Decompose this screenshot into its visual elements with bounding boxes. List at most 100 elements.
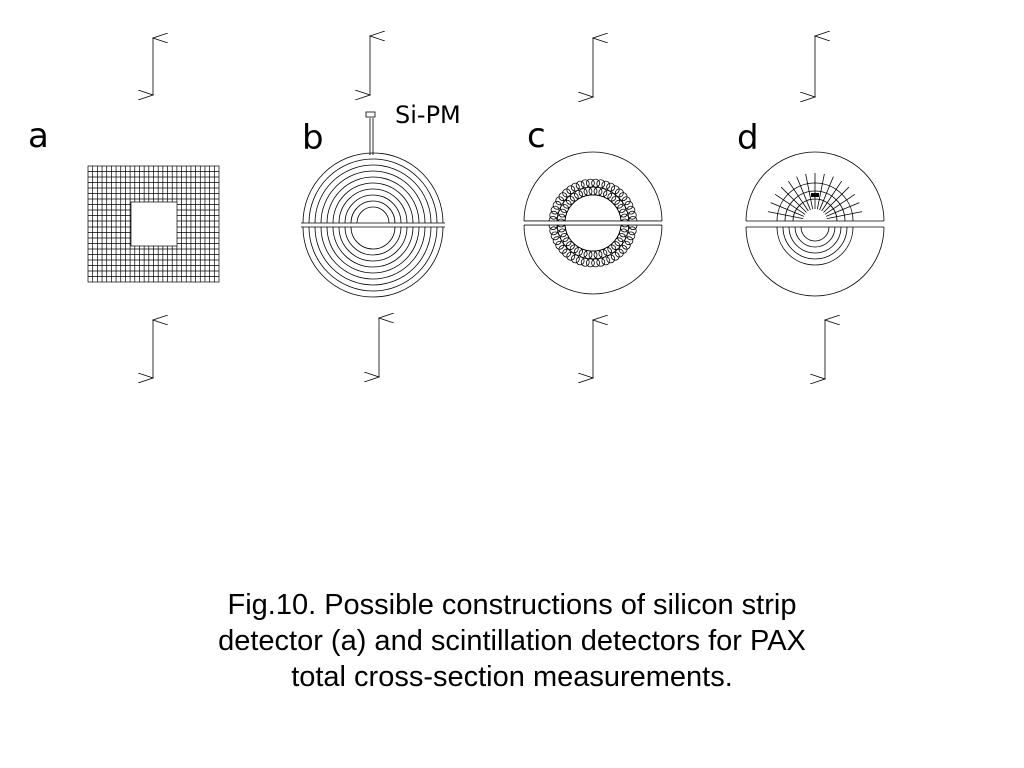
fibre [550,231,560,241]
ring-arc [314,226,432,286]
fibre [585,258,595,268]
fibre [596,257,606,267]
radial-segment [805,173,814,210]
fibre [583,250,593,260]
fibre [570,254,580,264]
fibre [574,190,583,199]
ring-arc [302,152,444,224]
ring-arc [308,226,438,292]
fibre [578,188,588,197]
segment-arc [788,226,842,254]
fibre [560,233,569,242]
caption-line: detector (a) and scintillation detectors… [218,625,806,657]
fibre [569,192,579,202]
fibre [552,200,562,210]
fibre [617,233,626,242]
ring-arc [320,226,426,280]
ring-arc [314,164,432,224]
ring-arc [332,182,414,224]
radial-segment [767,211,804,220]
fibre [624,236,634,246]
split-gap [524,221,662,225]
fibre [601,256,611,266]
segment-arc [776,226,854,266]
fibre [560,204,569,213]
fibre [585,178,595,188]
fibre [603,190,612,199]
ring-arc [332,226,414,268]
fibre [578,249,588,258]
disk-outline [523,151,663,222]
fibre [555,240,565,250]
disk-outline [523,224,663,295]
ring-arc [338,226,408,262]
fibre [627,226,637,236]
fibre [603,247,612,256]
ring-arc [350,200,396,224]
fibre [606,182,616,192]
radial-segment [819,176,834,211]
sensor-pad [811,193,819,197]
ring-arc [344,194,402,224]
scintillator-disk-fibre-ring [523,151,663,295]
panel-label-c: c [527,116,546,156]
radial-segment [826,211,863,220]
radial-segment [796,176,811,211]
fibre [574,247,583,256]
sipm-label: Si-PM [395,101,461,129]
fibre [596,179,606,189]
caption-line: Fig.10. Possible constructions of silico… [227,589,797,621]
radial-segment [816,173,825,210]
segment-arc [800,226,830,242]
fibre [606,254,616,264]
radial-segment [824,193,856,215]
disk-outline [745,151,885,222]
fibre [617,204,626,213]
fibre [607,244,617,254]
fibre [549,210,559,220]
fibre [591,178,601,188]
segment-arc [794,226,836,248]
radial-segment [821,180,843,212]
segment-arc [782,226,848,260]
fibre [570,182,580,192]
fibre [593,186,603,196]
panel-label-d: d [737,118,759,158]
ring-arc [320,170,426,224]
detector-figure: a b c d Si-PM [28,0,885,560]
fibre [566,185,576,195]
fibre [598,249,608,258]
fibre [610,251,620,261]
radial-segment [787,180,809,212]
ring-arc [356,206,390,224]
ring-arc [326,226,420,274]
radial-segment [780,186,807,213]
scintillator-disk-sipm [301,111,445,298]
fibre [614,199,624,209]
caption-line: total cross-section measurements. [291,661,733,693]
radial-segment [770,202,805,217]
radial-segment [825,202,860,217]
fibre [626,205,636,215]
fibre [562,237,572,247]
ring-arc [308,158,438,224]
silicon-strip-detector [87,165,220,283]
fibre [624,200,634,210]
fibre [621,196,631,206]
ring-arc [338,188,408,224]
fibre [601,180,611,190]
ring-arc [302,226,444,298]
fibre [549,226,559,236]
figure-caption: Fig.10. Possible constructions of silico… [112,587,912,695]
central-hole [130,201,178,247]
panel-label-b: b [302,118,324,158]
fibre [619,208,628,218]
fibre [598,188,608,197]
fibre [626,231,636,241]
beam-arrows [153,36,825,379]
ring-arc [326,176,420,224]
fibre [550,205,560,215]
ring-arc [350,226,396,250]
fibre [580,179,590,189]
fibre [575,180,585,190]
